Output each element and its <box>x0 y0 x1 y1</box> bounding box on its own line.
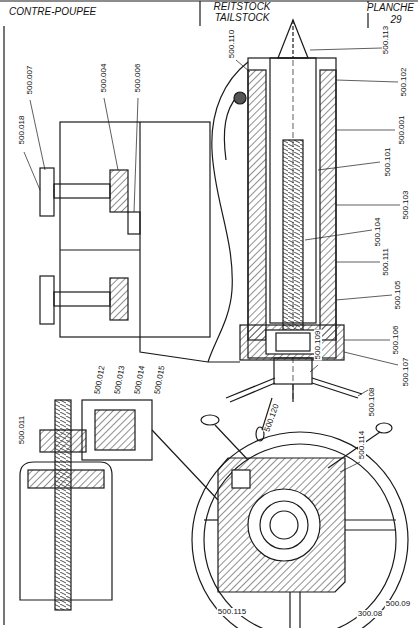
header-text: TAILSTOCK <box>214 13 271 23</box>
callout-number: 500.011 <box>18 415 26 445</box>
callout-number: 500.111 <box>382 247 390 277</box>
callout-number: 500.006 <box>134 63 142 94</box>
callout-number: 500.101 <box>384 147 392 178</box>
callout-number: 500.104 <box>374 217 382 248</box>
callout-number: 500.015 <box>153 364 166 396</box>
callout-number: 500.014 <box>133 364 146 396</box>
callout-number: 500.107 <box>402 357 410 388</box>
callout-number: 500.114 <box>358 430 366 460</box>
callout-number: 500.120 <box>263 402 281 434</box>
callout-number: 500.110 <box>228 29 236 59</box>
callout-number: 500.102 <box>400 67 408 98</box>
callout-number: 500.018 <box>18 115 26 146</box>
callout-number: 500.108 <box>368 387 376 418</box>
callout-number: 500.115 <box>217 608 247 616</box>
callout-number: 300.08 <box>357 610 383 618</box>
callout-number: 500.113 <box>382 25 390 55</box>
callout-number: 500.105 <box>394 280 402 311</box>
callout-number: 500.004 <box>100 63 108 94</box>
callout-number: 500.007 <box>26 65 34 96</box>
callout-number: 500.013 <box>113 364 126 396</box>
callout-number: 500.103 <box>402 190 410 221</box>
callout-number: 500.109 <box>314 330 322 361</box>
callout-number: 500.09 <box>385 600 411 608</box>
header-text: 29 <box>389 15 402 25</box>
header-text: PLANCHE <box>366 3 415 13</box>
callout-number: 500.001 <box>398 115 406 146</box>
drawing-title: CONTRE-POUPEE <box>8 7 97 17</box>
callout-number: 500.012 <box>93 364 106 396</box>
header-text: REITSTOCK <box>212 2 271 12</box>
callout-number: 500.106 <box>392 325 400 356</box>
